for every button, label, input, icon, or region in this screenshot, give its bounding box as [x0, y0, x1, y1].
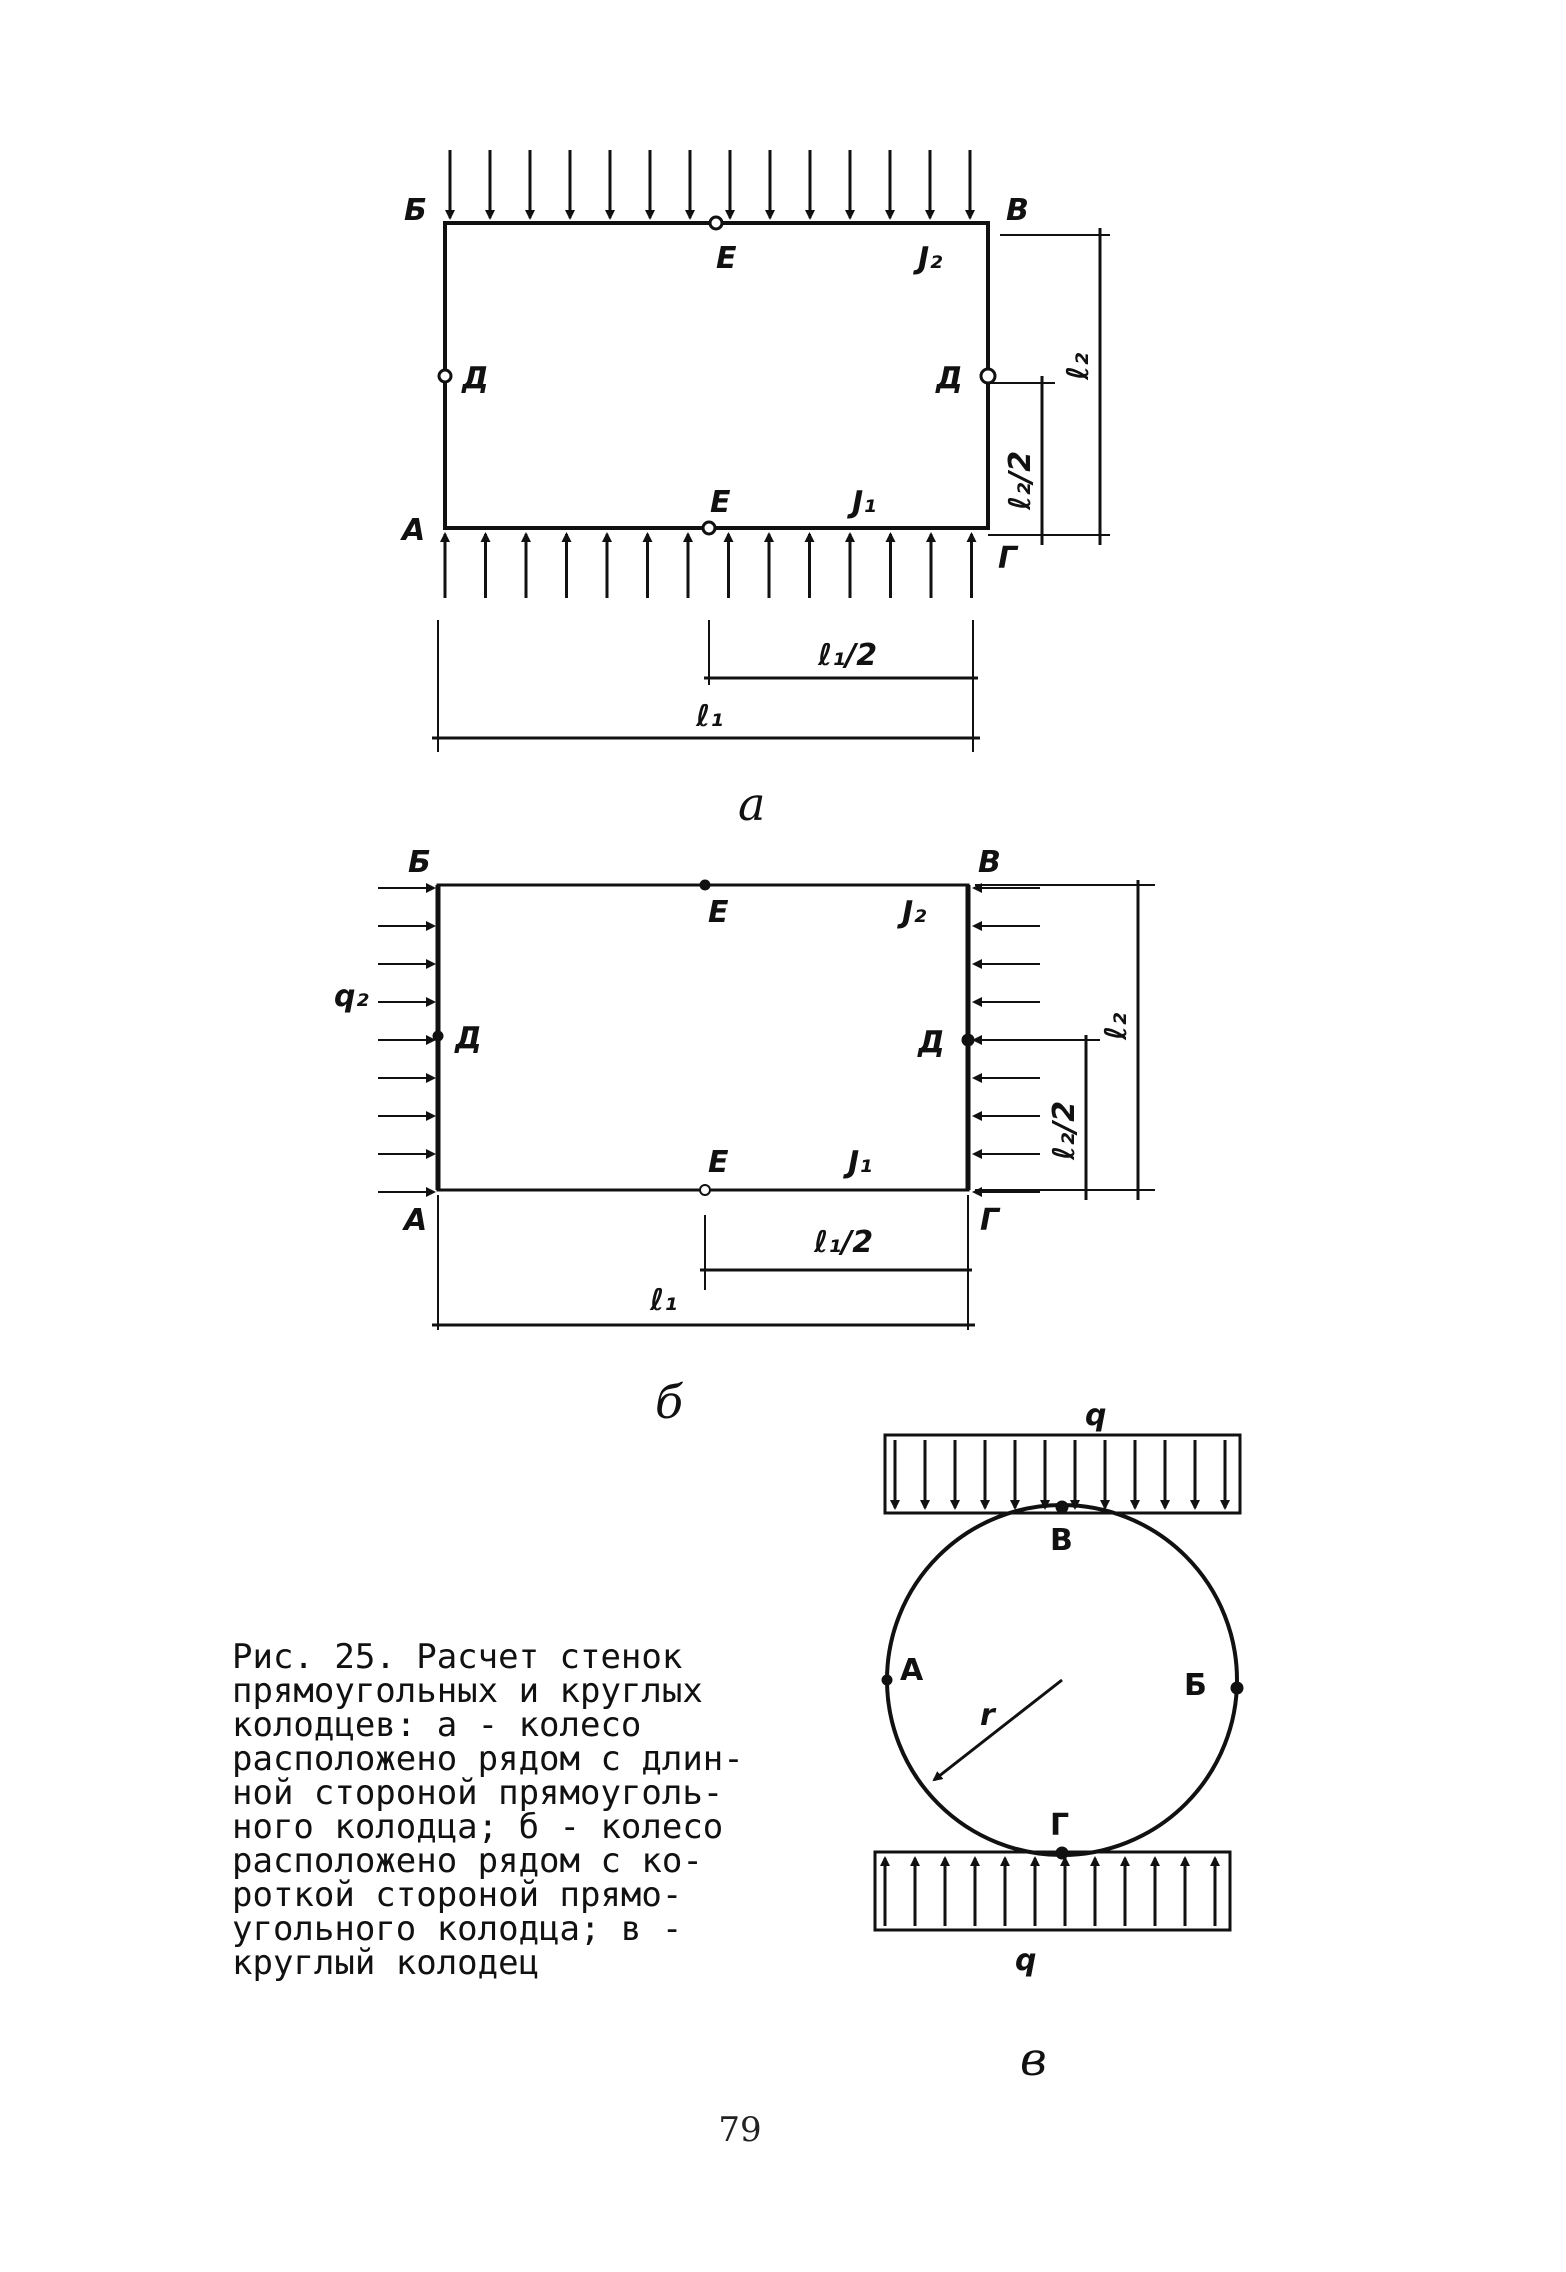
- dim-label-height-b: ℓ₂: [1099, 1013, 1134, 1041]
- label-d-right-a: Д: [935, 361, 963, 396]
- label-e-top-b: Е: [708, 895, 729, 930]
- load-arrows-left-b: [378, 883, 436, 1197]
- node-d-left-b: [432, 1030, 444, 1042]
- label-g-c: Г: [1050, 1808, 1069, 1843]
- dim-label-half-width-b: ℓ₁/2: [813, 1225, 873, 1260]
- point-v-c: [1055, 1500, 1069, 1514]
- page-number: 79: [718, 2110, 762, 2150]
- label-e-bottom-a: Е: [710, 485, 731, 520]
- dim-label-width-b: ℓ₁: [649, 1283, 677, 1318]
- dim-label-half-width-a: ℓ₁/2: [817, 638, 877, 673]
- label-a-c: А: [900, 1653, 924, 1688]
- label-d-right-b: Д: [917, 1025, 945, 1060]
- label-d-left-a: Д: [461, 361, 489, 396]
- node-d-right-b: [961, 1033, 975, 1047]
- label-v-corner-b: В: [978, 845, 1001, 880]
- load-arrows-top-c: [890, 1440, 1230, 1510]
- label-v-corner-a: В: [1006, 193, 1029, 228]
- dim-label-width-a: ℓ₁: [695, 699, 723, 734]
- sublabel-c: в: [1020, 2032, 1047, 2086]
- point-b-c: [1230, 1681, 1244, 1695]
- label-v-c: В: [1050, 1523, 1073, 1558]
- label-b-corner-a: Б: [404, 193, 427, 228]
- label-a-corner-a: А: [400, 513, 425, 548]
- label-b-corner-b: Б: [408, 845, 431, 880]
- label-r-c: r: [980, 1698, 997, 1733]
- label-j1-a: J₁: [847, 485, 876, 520]
- sublabel-b: б: [655, 1375, 684, 1429]
- sublabel-a: a: [738, 777, 765, 831]
- load-block-bottom-c: [873, 1850, 1232, 1932]
- dim-label-half-height-a: ℓ₂/2: [1003, 451, 1038, 511]
- point-a-c: [881, 1674, 893, 1686]
- load-arrows-bottom-c: [880, 1856, 1220, 1926]
- radius-line-c: [932, 1678, 1063, 1782]
- label-a-corner-b: А: [402, 1203, 427, 1238]
- label-e-bottom-b: Е: [708, 1145, 729, 1180]
- hinge-e-top-a: [708, 215, 724, 231]
- hinge-e-bottom-a: [701, 520, 717, 536]
- label-e-top-a: Е: [716, 241, 737, 276]
- label-q2-b: q₂: [334, 979, 369, 1014]
- hinge-e-bottom-b: [699, 1184, 711, 1196]
- figure-a: [432, 150, 1110, 752]
- label-g-corner-a: Г: [998, 541, 1019, 576]
- load-arrows-bottom-a: [440, 532, 977, 598]
- point-g-c: [1055, 1846, 1069, 1860]
- figure-caption: Рис. 25. Расчет стенок прямоугольных и к…: [232, 1637, 744, 1983]
- label-d-left-b: Д: [454, 1021, 482, 1056]
- dim-label-height-a: ℓ₂: [1061, 353, 1096, 381]
- node-e-top-b: [699, 879, 711, 891]
- label-q-bottom-c: q: [1015, 1943, 1036, 1978]
- hinge-d-left-a: [437, 368, 453, 384]
- label-b-c: Б: [1184, 1668, 1207, 1703]
- figure-b: [378, 879, 1155, 1330]
- load-arrows-top-a: [445, 150, 975, 220]
- figure-c: [873, 1433, 1244, 1932]
- load-arrows-right-b: [972, 883, 1040, 1197]
- label-j2-a: J₂: [913, 241, 942, 276]
- frame-b: [436, 883, 970, 1192]
- label-q-top-c: q: [1085, 1398, 1106, 1433]
- label-g-corner-b: Г: [980, 1203, 1001, 1238]
- hinge-d-right-a: [979, 367, 997, 385]
- dim-label-half-height-b: ℓ₂/2: [1047, 1101, 1082, 1161]
- label-j1-b: J₁: [843, 1145, 872, 1180]
- label-j2-b: J₂: [897, 895, 926, 930]
